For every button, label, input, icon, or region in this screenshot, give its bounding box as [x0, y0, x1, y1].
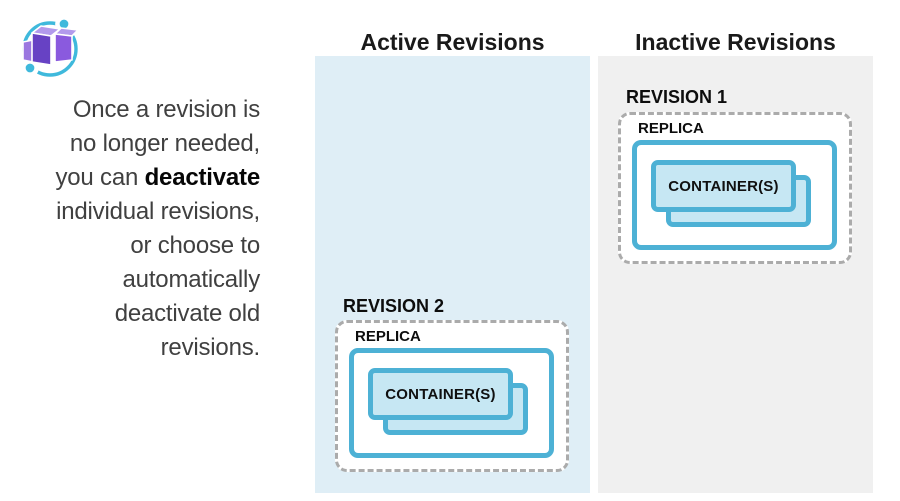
intro-line-6: automatically — [122, 266, 261, 293]
inactive-revisions-header: Inactive Revisions — [635, 29, 836, 55]
intro-line-4: individual revisions, — [56, 198, 260, 225]
intro-line-7: deactivate old — [114, 300, 261, 327]
azure-container-apps-icon — [21, 15, 79, 77]
revision-2-boundary: REPLICA CONTAINER(S) — [335, 320, 569, 472]
replica-label-inactive: REPLICA — [638, 120, 704, 137]
replica-label-active: REPLICA — [355, 328, 421, 345]
logo-cubes — [22, 25, 79, 66]
inactive-revisions-panel: REVISION 1 REPLICA CONTAINER(S) — [598, 56, 873, 493]
intro-line-8: revisions. — [160, 334, 261, 361]
intro-line-5: or choose to — [130, 232, 260, 259]
container-label-inactive: CONTAINER(S) — [668, 177, 779, 195]
logo-dot-bottom-left — [21, 59, 39, 77]
intro-line-3: you can deactivate — [6, 161, 260, 195]
intro-line-3-prefix: you can — [55, 164, 145, 191]
replica-box-inactive: CONTAINER(S) — [632, 140, 837, 250]
active-revisions-header: Active Revisions — [360, 29, 545, 55]
intro-line-2: no longer needed, — [69, 130, 260, 157]
container-front-box-inactive: CONTAINER(S) — [651, 160, 796, 212]
intro-deactivate-bold: deactivate — [144, 164, 261, 191]
container-front-box-active: CONTAINER(S) — [368, 368, 513, 420]
replica-box-active: CONTAINER(S) — [349, 348, 554, 458]
intro-line-1: Once a revision is — [72, 96, 260, 123]
revision-1-label: REVISION 1 — [626, 87, 728, 107]
active-revisions-panel: REVISION 2 REPLICA CONTAINER(S) — [315, 56, 590, 493]
revision-2-label: REVISION 2 — [343, 296, 445, 316]
revision-1-boundary: REPLICA CONTAINER(S) — [618, 112, 852, 264]
intro-text: Once a revision is no longer needed, you… — [6, 93, 260, 365]
container-label-active: CONTAINER(S) — [385, 385, 496, 403]
